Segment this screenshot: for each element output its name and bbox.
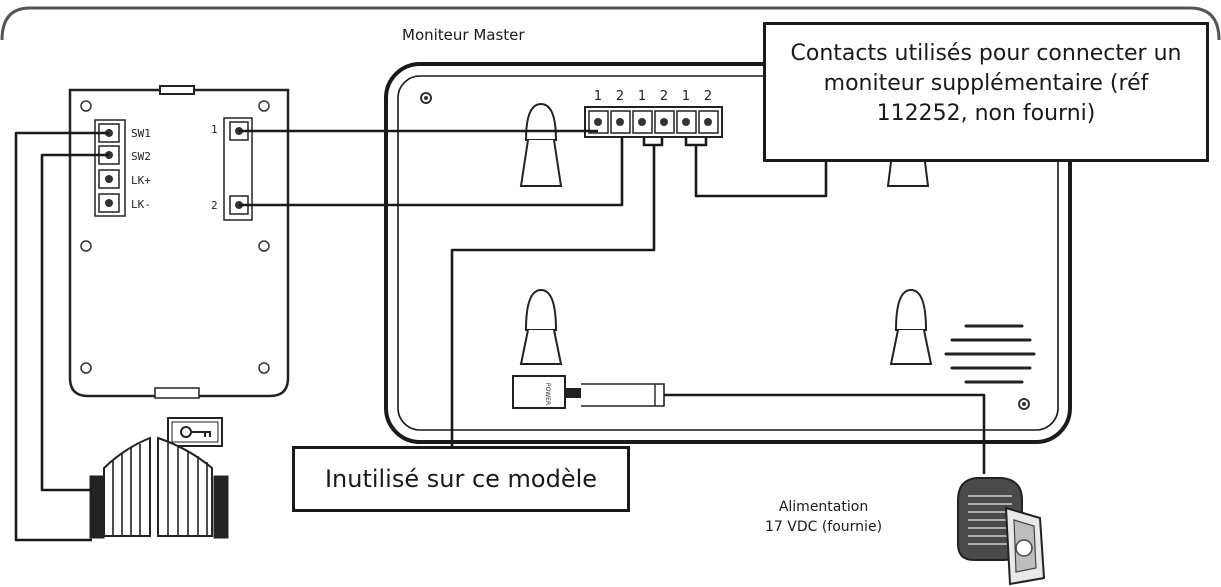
terminal-block-label-2c: 2 bbox=[704, 89, 712, 104]
wire-extra-monitor bbox=[684, 137, 828, 198]
door-station: SW1 SW2 LK+ LK- 1 2 bbox=[68, 85, 290, 399]
monitor-title: Moniteur Master bbox=[402, 26, 525, 44]
terminal-block-label-1c: 1 bbox=[682, 89, 690, 104]
gate-icon bbox=[89, 436, 229, 539]
power-supply-label-line1: Alimentation bbox=[778, 499, 869, 515]
monitor-terminal-block: 1 2 1 2 1 2 bbox=[584, 89, 723, 138]
terminal-label-sw2: SW2 bbox=[131, 150, 151, 163]
terminal-label-lkminus: LK- bbox=[131, 198, 151, 211]
lock-icon bbox=[167, 417, 223, 447]
wire-unused bbox=[450, 137, 664, 446]
callout-additional-monitor-text: Contacts utilisés pour connecter un moni… bbox=[790, 41, 1182, 126]
wire-bus-2 bbox=[239, 137, 624, 207]
wire-power bbox=[664, 393, 986, 474]
wires bbox=[14, 129, 986, 542]
terminal-block-label-2a: 2 bbox=[616, 89, 624, 104]
terminal-block-label-2b: 2 bbox=[660, 89, 668, 104]
bus-terminal-label-2: 2 bbox=[211, 199, 218, 212]
callout-additional-monitor: Contacts utilisés pour connecter un moni… bbox=[763, 22, 1209, 162]
wire-sw1-gate bbox=[14, 131, 109, 542]
mounting-hooks bbox=[519, 102, 933, 365]
power-supply-label-line2: 17 VDC (fournie) bbox=[765, 519, 883, 535]
terminal-label-lkplus: LK+ bbox=[131, 174, 151, 187]
bus-terminal-label-1: 1 bbox=[211, 123, 218, 136]
wire-sw2-gate bbox=[40, 153, 109, 492]
callout-unused: Inutilisé sur ce modèle bbox=[292, 446, 630, 512]
outer-frame bbox=[0, 6, 1221, 41]
callout-unused-text: Inutilisé sur ce modèle bbox=[324, 465, 598, 493]
power-socket: POWER bbox=[512, 375, 665, 409]
power-adapter-icon bbox=[957, 477, 1046, 586]
speaker-grille bbox=[944, 324, 1036, 384]
terminal-label-sw1: SW1 bbox=[131, 127, 151, 140]
power-supply-label: Alimentation 17 VDC (fournie) bbox=[765, 497, 882, 537]
power-plug-label: POWER bbox=[544, 383, 551, 405]
door-station-screws bbox=[80, 100, 270, 374]
terminal-block-label-1b: 1 bbox=[638, 89, 646, 104]
terminal-block-label-1a: 1 bbox=[594, 89, 602, 104]
